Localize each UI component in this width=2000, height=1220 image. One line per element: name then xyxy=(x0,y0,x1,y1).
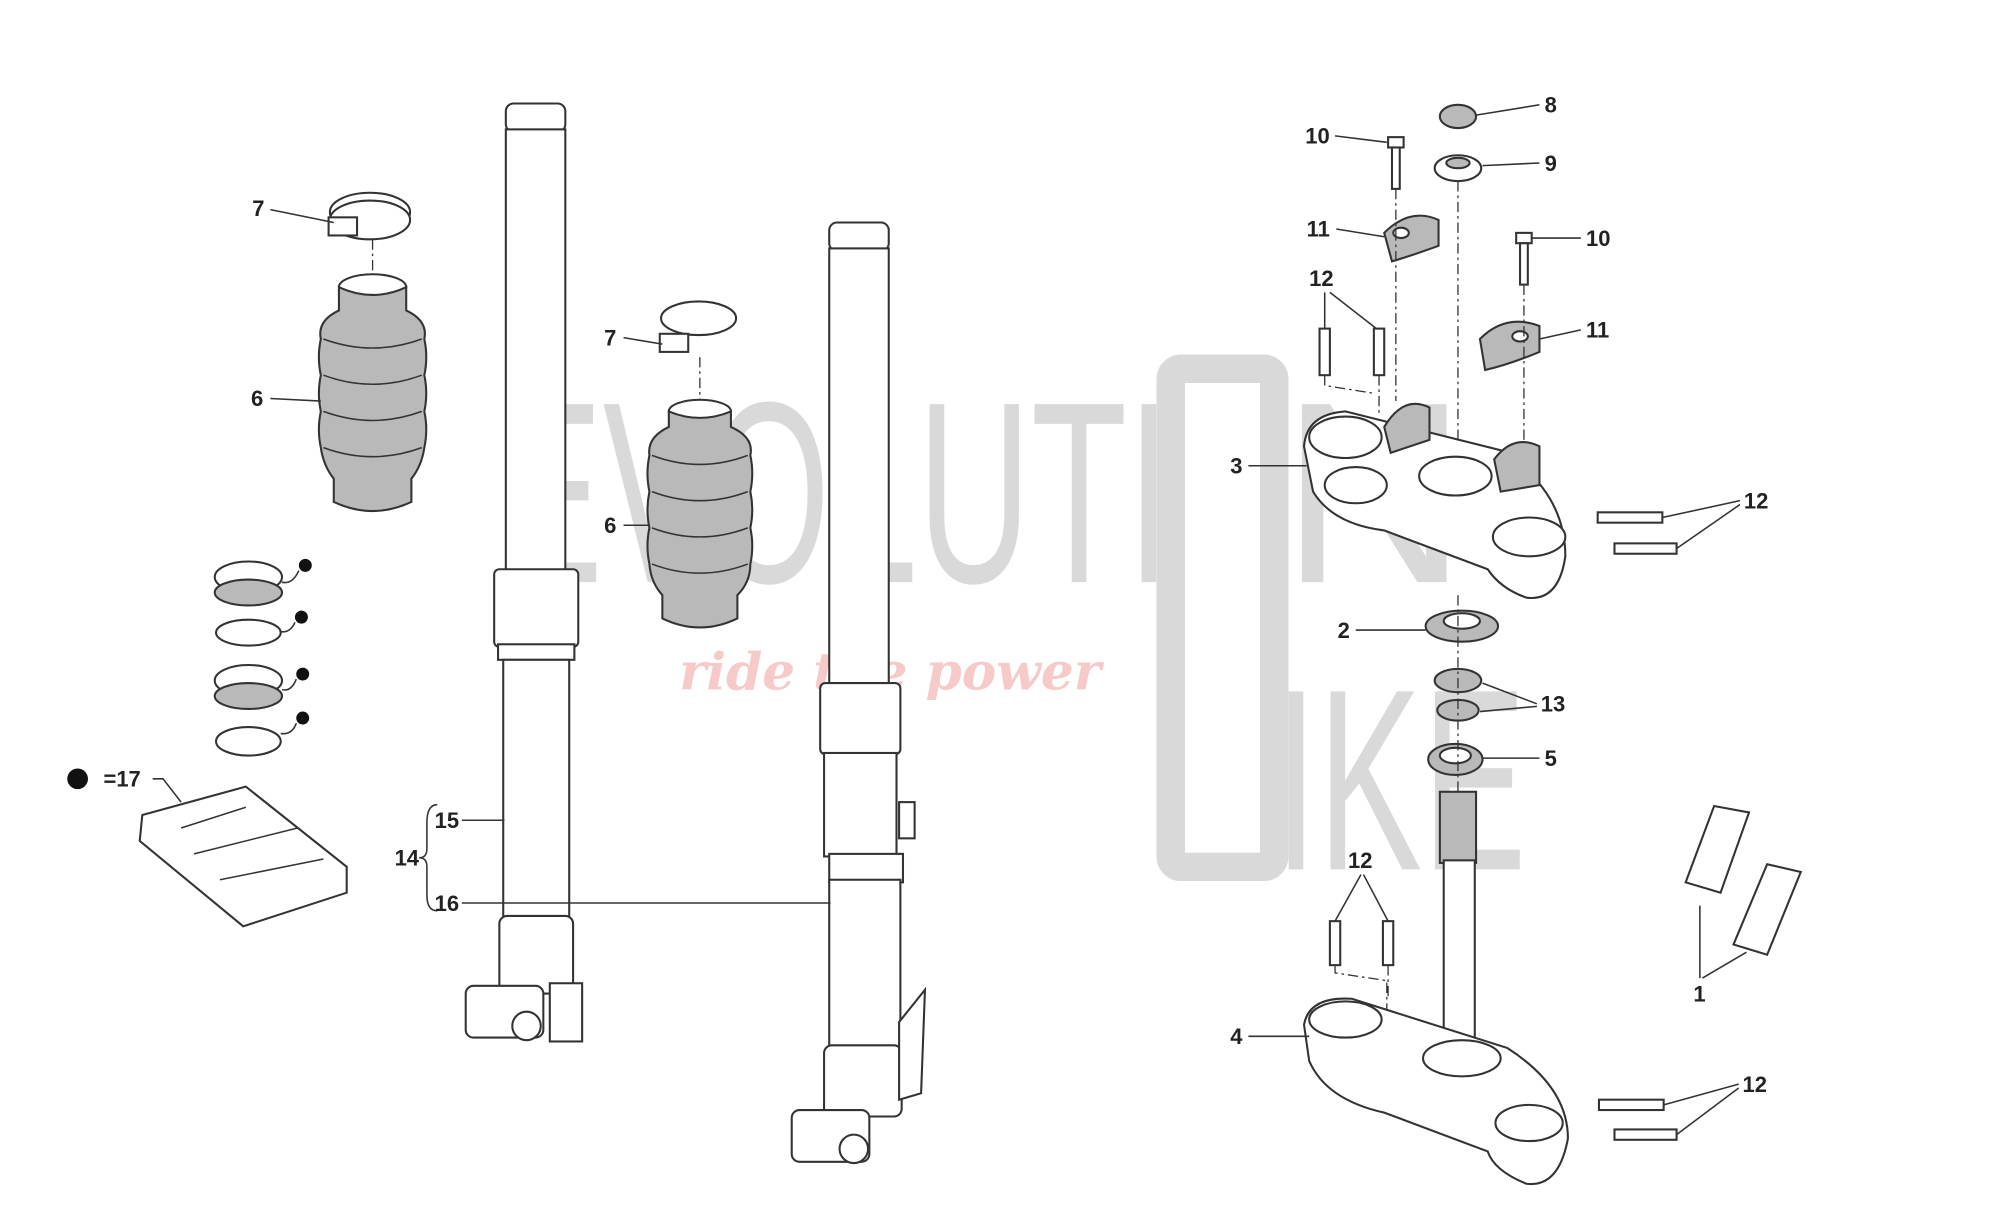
label-washers: 13 xyxy=(1541,692,1565,717)
watermark-ike: IKE xyxy=(1274,635,1526,924)
label-left-boot: 6 xyxy=(251,386,263,411)
label-spacer: 2 xyxy=(1338,618,1350,643)
seal-kit-bag xyxy=(138,785,348,928)
riser-right xyxy=(1478,320,1541,372)
riser-bolt-top-left xyxy=(1387,136,1405,190)
brace-icon xyxy=(419,803,438,912)
label-riser-right: 11 xyxy=(1586,318,1609,343)
label-bolt-top-right: 10 xyxy=(1586,226,1610,251)
dust-boot-left xyxy=(317,273,428,513)
label-fork-group: 14 xyxy=(395,846,420,871)
label-fork-lower: 16 xyxy=(435,891,459,916)
riser-left xyxy=(1383,214,1440,263)
watermark-b-shape xyxy=(1156,354,1289,882)
seal-kit-parts xyxy=(213,558,312,757)
label-upper-triple-clamp: 3 xyxy=(1230,454,1242,479)
label-bolts-upper-riser: 12 xyxy=(1309,266,1333,291)
upper-triple-clamp xyxy=(1302,402,1567,599)
bolts-lower-clamp xyxy=(1597,1098,1678,1141)
label-kit-legend: =17 xyxy=(103,767,140,792)
label-bolts-upper-clamp: 12 xyxy=(1744,488,1768,513)
lower-triple-clamp xyxy=(1302,997,1569,1186)
steering-stem xyxy=(1438,790,1478,1056)
fork-leg-right xyxy=(790,221,927,1165)
hose-clamp-left xyxy=(327,191,412,241)
cap-part xyxy=(1438,103,1478,130)
label-lower-triple-clamp: 4 xyxy=(1230,1024,1243,1049)
kit-bullet-icon xyxy=(67,768,88,790)
label-bolts-lower-riser: 12 xyxy=(1348,848,1372,873)
label-mid-clamp: 7 xyxy=(604,325,616,350)
rubber-pads xyxy=(1684,804,1803,957)
label-left-clamp: 7 xyxy=(252,196,264,221)
bolts-upper-clamp xyxy=(1596,511,1678,555)
label-bearing: 5 xyxy=(1545,746,1557,771)
bearing-part xyxy=(1427,742,1484,776)
fork-leg-left xyxy=(464,102,584,1043)
label-bolt-top-left: 10 xyxy=(1305,124,1329,149)
label-bolts-lower-clamp: 12 xyxy=(1743,1072,1767,1097)
spacer-part xyxy=(1424,609,1500,643)
dust-boot-mid xyxy=(646,398,754,629)
riser-bolt-top-right xyxy=(1515,231,1533,286)
hose-clamp-mid xyxy=(658,300,738,353)
label-nut: 9 xyxy=(1545,151,1557,176)
stem-nut-part xyxy=(1433,154,1483,183)
label-pads: 1 xyxy=(1693,981,1705,1006)
label-fork-upper: 15 xyxy=(435,808,459,833)
label-cap: 8 xyxy=(1545,93,1557,118)
label-mid-boot: 6 xyxy=(604,513,616,538)
label-riser-left: 11 xyxy=(1307,217,1330,242)
bolts-lower-riser xyxy=(1328,920,1395,967)
